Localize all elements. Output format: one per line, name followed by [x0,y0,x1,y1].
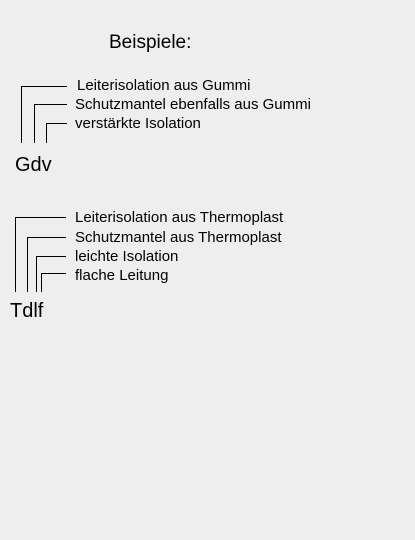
page-title: Beispiele: [109,32,192,53]
part-label: Schutzmantel ebenfalls aus Gummi [75,96,311,113]
part-label: Leiterisolation aus Thermoplast [75,209,284,226]
leader-line [46,123,67,143]
leader-line [27,237,66,292]
cable-code: Tdlf [10,300,44,322]
leader-line [21,86,67,143]
leader-line [36,256,66,292]
cable-code: Gdv [15,154,52,176]
leader-line [41,273,66,292]
part-label: Leiterisolation aus Gummi [77,77,251,94]
part-label: Schutzmantel aus Thermoplast [75,229,282,246]
leader-line [15,217,66,292]
part-label: leichte Isolation [75,248,179,265]
leader-line [34,104,67,143]
part-label: verstärkte Isolation [75,115,201,132]
part-label: flache Leitung [75,267,169,284]
